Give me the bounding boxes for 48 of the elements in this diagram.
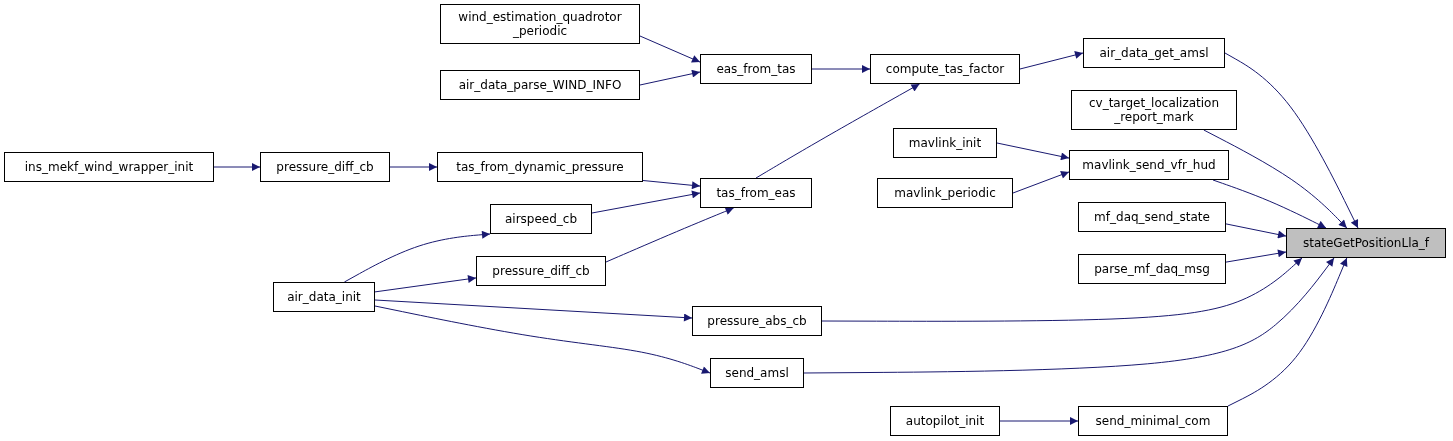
function-box: mavlink_periodic [877, 178, 1013, 208]
arrow [1019, 51, 1084, 70]
function-box: pressure_abs_cb [692, 306, 822, 336]
function-box: tas_from_dynamic_pressure [437, 152, 643, 182]
function-box: ins_mekf_wind_wrapper_init [4, 152, 214, 182]
arrow [639, 69, 701, 86]
function-box: eas_from_tas [700, 54, 812, 84]
function-box: airspeed_cb [490, 204, 592, 234]
function-box: tas_from_eas [700, 178, 812, 208]
arrow [811, 65, 871, 73]
arrow [374, 305, 711, 374]
function-box: wind_estimation_quadrotor _periodic [440, 4, 640, 44]
highlighted-function-box: stateGetPositionLla_f [1286, 228, 1446, 258]
function-box: compute_tas_factor [870, 54, 1020, 84]
arrow [374, 275, 477, 293]
function-box: send_amsl [710, 358, 804, 388]
function-box: cv_target_localization _report_mark [1071, 90, 1237, 130]
function-box: air_data_parse_WIND_INFO [440, 70, 640, 100]
function-box: pressure_diff_cb [476, 256, 606, 286]
arrow [591, 190, 701, 214]
arrow [1012, 171, 1070, 194]
arrow [343, 230, 491, 283]
arrow [1203, 129, 1348, 229]
arrow [755, 83, 920, 179]
arrow [605, 207, 735, 263]
function-box: pressure_diff_cb [260, 152, 390, 182]
function-box: parse_mf_daq_msg [1078, 254, 1226, 284]
arrow [1227, 257, 1348, 407]
function-box: air_data_init [273, 282, 375, 312]
arrow [1212, 179, 1327, 229]
arrow [213, 163, 261, 171]
arrow [996, 142, 1070, 161]
arrow [1225, 249, 1287, 263]
arrow [1224, 52, 1359, 229]
arrow [374, 299, 693, 322]
arrow [999, 417, 1079, 425]
function-box: mf_daq_send_state [1078, 202, 1226, 232]
function-box: send_minimal_com [1078, 406, 1228, 436]
arrow [1225, 223, 1287, 239]
arrow [642, 180, 701, 190]
arrow [821, 257, 1303, 322]
arrow [803, 257, 1335, 374]
function-box: air_data_get_amsl [1083, 38, 1225, 68]
function-box: mavlink_send_vfr_hud [1069, 150, 1229, 180]
arrow [389, 163, 438, 171]
function-box: mavlink_init [893, 128, 997, 158]
arrow [639, 35, 701, 63]
function-box: autopilot_init [890, 406, 1000, 436]
